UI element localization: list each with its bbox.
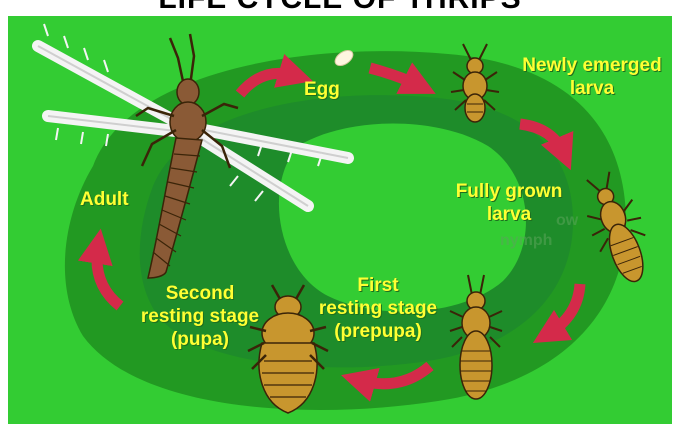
stage-label-line: (prepupa) — [308, 320, 448, 343]
stage-label-line: Second — [140, 282, 260, 305]
stage-label-newly-emerged-larva: Newly emerged larva — [512, 54, 672, 100]
faded-text: ow — [556, 212, 578, 230]
stage-label-line: resting stage — [140, 305, 260, 328]
stage-label-first-resting-stage: First resting stage (prepupa) — [308, 274, 448, 343]
page-title: LIFE CYCLE OF THRIPS — [0, 0, 680, 16]
stage-label-second-resting-stage: Second resting stage (pupa) — [140, 282, 260, 351]
stage-label-line: Newly emerged — [512, 54, 672, 77]
stage-label-line: resting stage — [308, 297, 448, 320]
stage-label-fully-grown-larva: Fully grown larva — [444, 180, 574, 226]
stage-label-line: larva — [512, 77, 672, 100]
diagram-panel: Egg Newly emerged larva Fully grown larv… — [8, 16, 672, 424]
stage-label-line: larva — [444, 203, 574, 226]
stage-label-line: First — [308, 274, 448, 297]
stage-label-adult: Adult — [80, 188, 129, 211]
stage-label-egg: Egg — [304, 78, 340, 101]
stage-label-line: Fully grown — [444, 180, 574, 203]
stage-label-line: (pupa) — [140, 328, 260, 351]
faded-text: nymph — [500, 232, 552, 250]
